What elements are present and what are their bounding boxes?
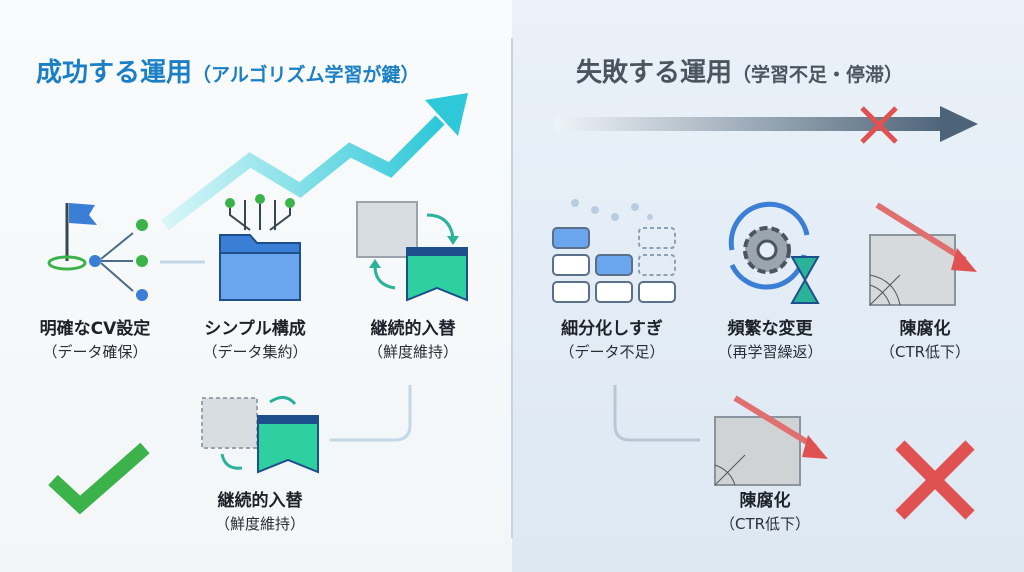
success-subtitle: （アルゴリズム学習が鍵） — [192, 64, 420, 86]
success-item-3: 継続的入替 （鮮度維持） — [338, 318, 488, 364]
checkmark-icon — [48, 442, 150, 515]
item-label: 頻繁な変更 — [727, 319, 813, 339]
item-sublabel: （再学習繰返） — [717, 343, 823, 361]
success-title: 成功する運用（アルゴリズム学習が鍵） — [36, 52, 419, 89]
failure-subtitle: （学習不足・停滞） — [732, 64, 904, 86]
declining-cobweb-icon — [869, 202, 977, 306]
cross-icon — [895, 440, 975, 520]
item-sublabel: （データ不足） — [559, 343, 665, 361]
item-label: 明確なCV設定 — [39, 319, 151, 339]
gear-cycle-hourglass-icon — [728, 201, 820, 304]
failure-title-text: 失敗する運用 — [576, 58, 733, 88]
item-label: 継続的入替 — [217, 491, 303, 511]
item-sublabel: （鮮度維持） — [214, 515, 305, 533]
item-sublabel: （鮮度維持） — [367, 343, 458, 361]
item-label: 細分化しすぎ — [561, 319, 663, 339]
item-label: シンプル構成 — [204, 319, 306, 339]
item-sublabel: （CTR低下） — [719, 515, 811, 533]
failure-item-2: 頻繁な変更 （再学習繰返） — [695, 318, 845, 364]
creative-swap-icon — [356, 201, 468, 302]
item-label: 陳腐化 — [739, 491, 791, 511]
success-title-text: 成功する運用 — [36, 58, 193, 88]
item-sublabel: （データ集約） — [202, 343, 308, 361]
creative-swap-icon — [201, 396, 319, 474]
failure-title: 失敗する運用（学習不足・停滞） — [576, 52, 903, 89]
failure-item-1: 細分化しすぎ （データ不足） — [537, 318, 687, 364]
declining-cobweb-icon — [714, 395, 828, 486]
success-item-1: 明確なCV設定 （データ確保） — [20, 318, 170, 364]
item-label: 陳腐化 — [899, 319, 951, 339]
panel-divider — [511, 38, 513, 538]
success-item-4: 継続的入替 （鮮度維持） — [185, 490, 335, 536]
item-sublabel: （データ確保） — [42, 343, 148, 361]
failure-item-4: 陳腐化 （CTR低下） — [690, 490, 840, 536]
success-item-2: シンプル構成 （データ集約） — [180, 318, 330, 364]
item-label: 継続的入替 — [370, 319, 456, 339]
failure-item-3: 陳腐化 （CTR低下） — [850, 318, 1000, 364]
flag-branch-icon — [47, 203, 148, 301]
fragmented-grid-icon — [552, 199, 676, 303]
item-sublabel: （CTR低下） — [879, 343, 971, 361]
folder-merge-icon — [219, 194, 301, 301]
